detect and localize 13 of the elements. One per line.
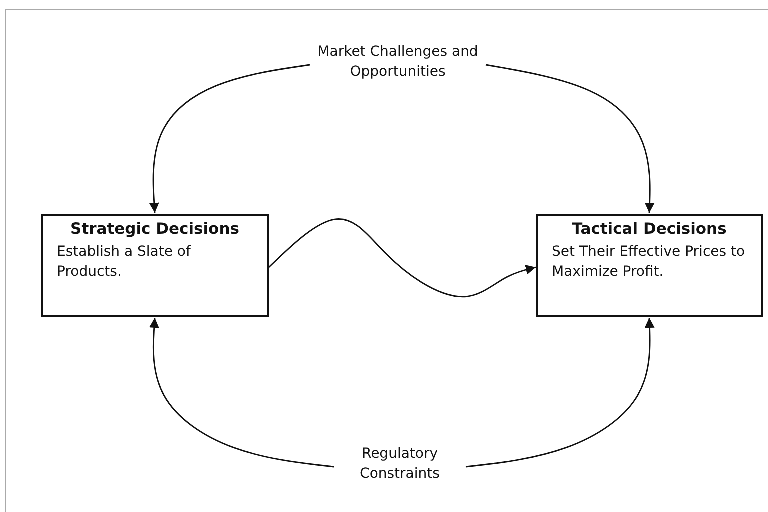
box-description: Establish a Slate of Products. (56, 243, 192, 282)
arrow (149, 64, 310, 214)
arrow (268, 218, 536, 298)
input-label: Market Challenges and Opportunities (316, 43, 480, 82)
process-box (41, 214, 269, 317)
constraint-label: Regulatory Constraints (359, 445, 441, 484)
arrow (486, 64, 655, 214)
box-title: Strategic Decisions (70, 220, 240, 238)
arrow (466, 318, 655, 468)
arrow (149, 318, 334, 468)
box-title: Tactical Decisions (571, 220, 728, 238)
process-box (536, 214, 763, 317)
box-description: Set Their Effective Prices to Maximize Profit. (551, 243, 746, 282)
